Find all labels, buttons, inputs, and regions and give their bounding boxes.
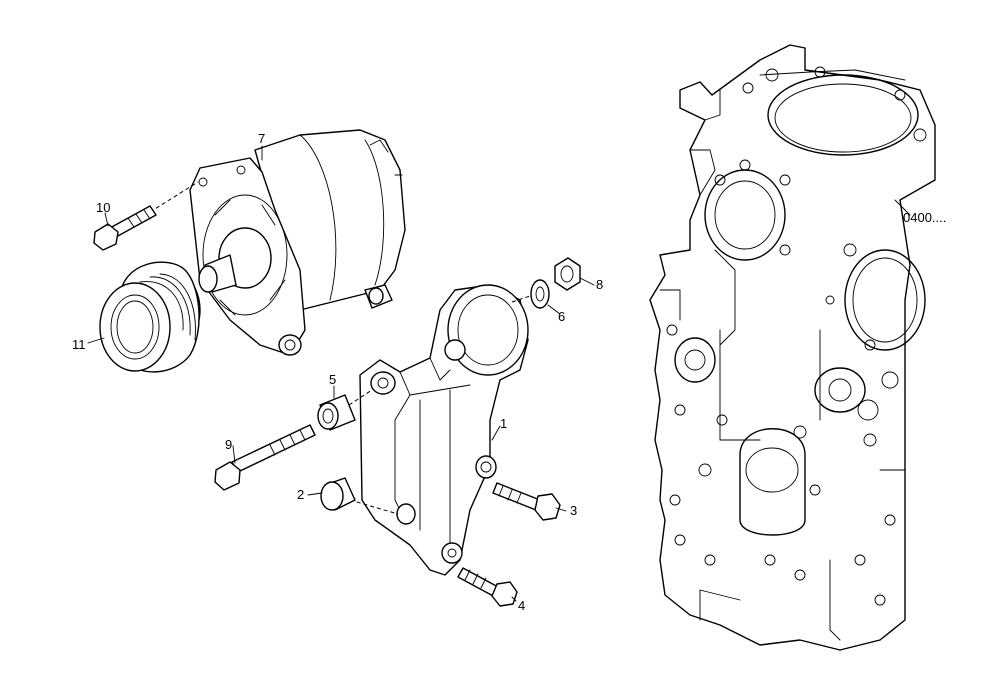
callout-2: 2 xyxy=(297,487,304,502)
pulley xyxy=(99,261,201,373)
callout-9: 9 xyxy=(225,437,232,452)
callout-7: 7 xyxy=(258,131,265,146)
bolt-10 xyxy=(93,205,157,251)
mounting-bracket xyxy=(348,284,529,576)
callout-6: 6 xyxy=(558,309,565,324)
washer-6 xyxy=(511,279,550,309)
spacer-2 xyxy=(320,477,356,511)
callout-8: 8 xyxy=(596,277,603,292)
reference-label: 0400.... xyxy=(903,210,946,225)
bushing-5 xyxy=(317,394,356,431)
callout-3: 3 xyxy=(570,503,577,518)
callout-11: 11 xyxy=(72,337,86,352)
bolt-3 xyxy=(492,482,561,521)
callout-leaders xyxy=(87,145,595,602)
callout-4: 4 xyxy=(518,598,525,613)
alternator xyxy=(149,129,406,356)
bolt-4 xyxy=(457,567,518,607)
callout-5: 5 xyxy=(329,372,336,387)
nut-8 xyxy=(554,257,581,291)
callout-1: 1 xyxy=(500,416,507,431)
engine-block-cover xyxy=(649,44,936,651)
bolt-9 xyxy=(214,424,316,491)
callout-10: 10 xyxy=(96,200,110,215)
